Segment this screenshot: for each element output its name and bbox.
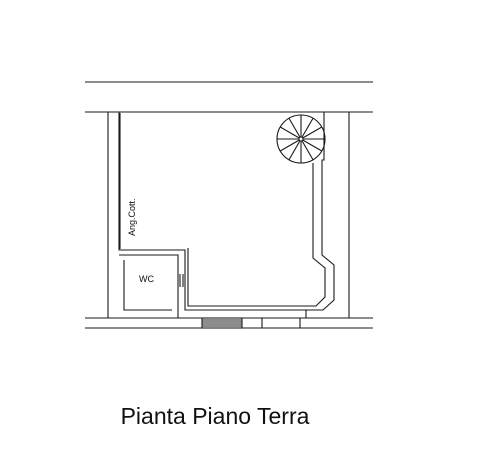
room-inner-line-right xyxy=(187,163,326,307)
label-wc: WC xyxy=(139,274,154,284)
entrance-door xyxy=(201,317,301,329)
room-outline-right xyxy=(306,112,335,311)
stair-tread xyxy=(302,139,323,152)
wc-room xyxy=(119,254,184,318)
stair-newel xyxy=(298,136,304,142)
stair-tread xyxy=(301,140,314,161)
stair-tread xyxy=(302,126,323,139)
stair-tread xyxy=(301,117,314,138)
stair-tread xyxy=(279,139,300,152)
spiral-staircase xyxy=(276,114,326,164)
plan-title: Pianta Piano Terra xyxy=(120,403,310,429)
stair-tread xyxy=(279,126,300,139)
stair-tread xyxy=(288,117,301,138)
right-wall xyxy=(348,111,373,319)
room-outline xyxy=(118,112,307,318)
top-boundary xyxy=(85,81,373,113)
label-angolo-cottura: Ang.Cott. xyxy=(127,198,137,236)
stair-tread xyxy=(288,140,301,161)
left-wall xyxy=(85,111,109,319)
